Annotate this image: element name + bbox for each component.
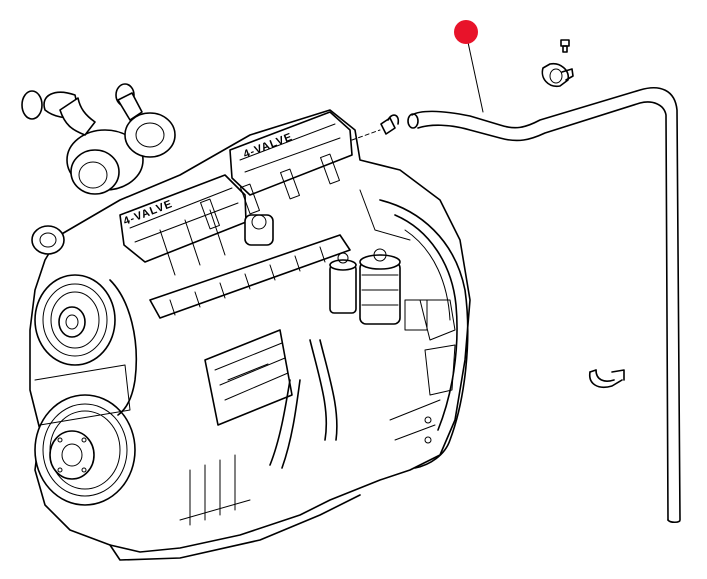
hose-clip-small: [351, 114, 400, 141]
valve-cover-rear: [229, 111, 353, 196]
crankshaft-damper: [34, 394, 136, 506]
lower-hose: [269, 379, 291, 466]
callout-leader-line: [465, 32, 484, 113]
engine-control-unit: [204, 329, 293, 426]
callout-marker-dot[interactable]: [454, 20, 478, 44]
hose-clamp-upper: [541, 62, 574, 88]
fuel-rail: [149, 234, 351, 319]
flywheel-housing-ring: [394, 214, 458, 431]
mounting-bolt: [560, 39, 570, 53]
turbocharger: [21, 83, 176, 195]
timing-cover: [109, 279, 138, 416]
oil-sump: [109, 494, 361, 561]
engine-assembly: 4-VALVE 4-VALVE: [21, 83, 471, 561]
sensor-housing: [244, 214, 274, 246]
water-pump: [31, 225, 65, 255]
hose-clamp-lower: [588, 369, 625, 388]
fuel-filter: [359, 248, 401, 325]
injector-row: [200, 153, 340, 230]
front-pulley-upper: [34, 274, 116, 366]
oil-filter: [329, 252, 357, 314]
part-callout: [454, 20, 484, 113]
flywheel-housing: [379, 199, 469, 469]
coolant-vent-hose: [407, 86, 681, 524]
